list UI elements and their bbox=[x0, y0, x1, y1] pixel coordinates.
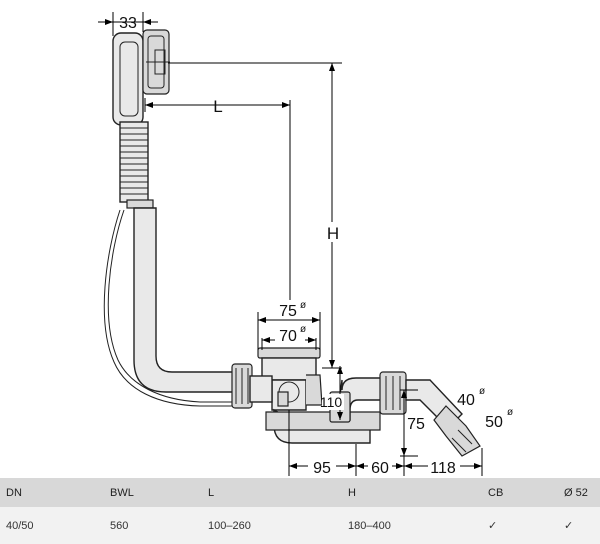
dim-70-dia-symbol: ø bbox=[300, 324, 306, 335]
dim-L-label: L bbox=[213, 97, 222, 116]
dim-H-label: H bbox=[327, 224, 339, 243]
dimension-H: H bbox=[168, 62, 342, 369]
dim-50-dia-label: 50 bbox=[485, 414, 503, 431]
dim-40-dia-label: 40 bbox=[457, 392, 475, 409]
overflow-pipe bbox=[126, 199, 239, 393]
table-row: 40/50 560 100–260 180–400 ✓ ✓ bbox=[0, 507, 600, 544]
dim-75-dia-symbol: ø bbox=[300, 300, 306, 311]
dim-33-label: 33 bbox=[119, 15, 137, 32]
dim-50-dia-symbol: ø bbox=[507, 407, 513, 418]
col-header-bwl: BWL bbox=[110, 486, 134, 499]
dim-118-label: 118 bbox=[430, 460, 456, 477]
dim-110-label: 110 bbox=[320, 394, 343, 410]
cell-cb: ✓ bbox=[488, 520, 498, 532]
table-header-row: DN BWL L H CB Ø 52 bbox=[0, 478, 600, 507]
dimension-33: 33 bbox=[98, 12, 158, 36]
col-header-h: H bbox=[348, 486, 356, 499]
spec-table: DN BWL L H CB Ø 52 40/50 560 100–260 180… bbox=[0, 478, 600, 544]
col-header-dn: DN bbox=[6, 486, 22, 499]
dim-75-height-label: 75 bbox=[407, 416, 425, 433]
dim-95-label: 95 bbox=[313, 460, 331, 477]
dimension-75-diameter: 75 ø bbox=[257, 300, 321, 350]
dimension-110: 110 bbox=[320, 366, 344, 420]
cell-dn: 40/50 bbox=[6, 519, 34, 532]
col-header-cb: CB bbox=[488, 486, 504, 499]
technical-drawing: 33 L H 75 ø 70 ø bbox=[98, 12, 513, 477]
waste-valve bbox=[249, 347, 381, 444]
col-header-l: L bbox=[208, 486, 215, 499]
dimension-70-diameter: 70 ø bbox=[261, 324, 317, 350]
dimension-L: L bbox=[144, 97, 291, 305]
corrugated-hose bbox=[119, 121, 149, 203]
col-header-d52: Ø 52 bbox=[564, 486, 588, 499]
overflow-unit bbox=[112, 29, 170, 126]
dimension-75-height: 75 bbox=[400, 389, 425, 457]
cell-bwl: 560 bbox=[110, 519, 129, 532]
dim-60-label: 60 bbox=[371, 460, 389, 477]
bowden-cable bbox=[107, 209, 240, 403]
cell-d52: ✓ bbox=[564, 520, 574, 532]
dim-70-dia-label: 70 bbox=[279, 328, 297, 345]
cell-h: 180–400 bbox=[348, 519, 391, 532]
cell-l: 100–260 bbox=[208, 519, 251, 532]
dim-75-dia-label: 75 bbox=[279, 303, 297, 320]
dim-40-dia-symbol: ø bbox=[479, 386, 485, 397]
dimension-bottom-chain: 95 60 118 bbox=[288, 410, 483, 477]
